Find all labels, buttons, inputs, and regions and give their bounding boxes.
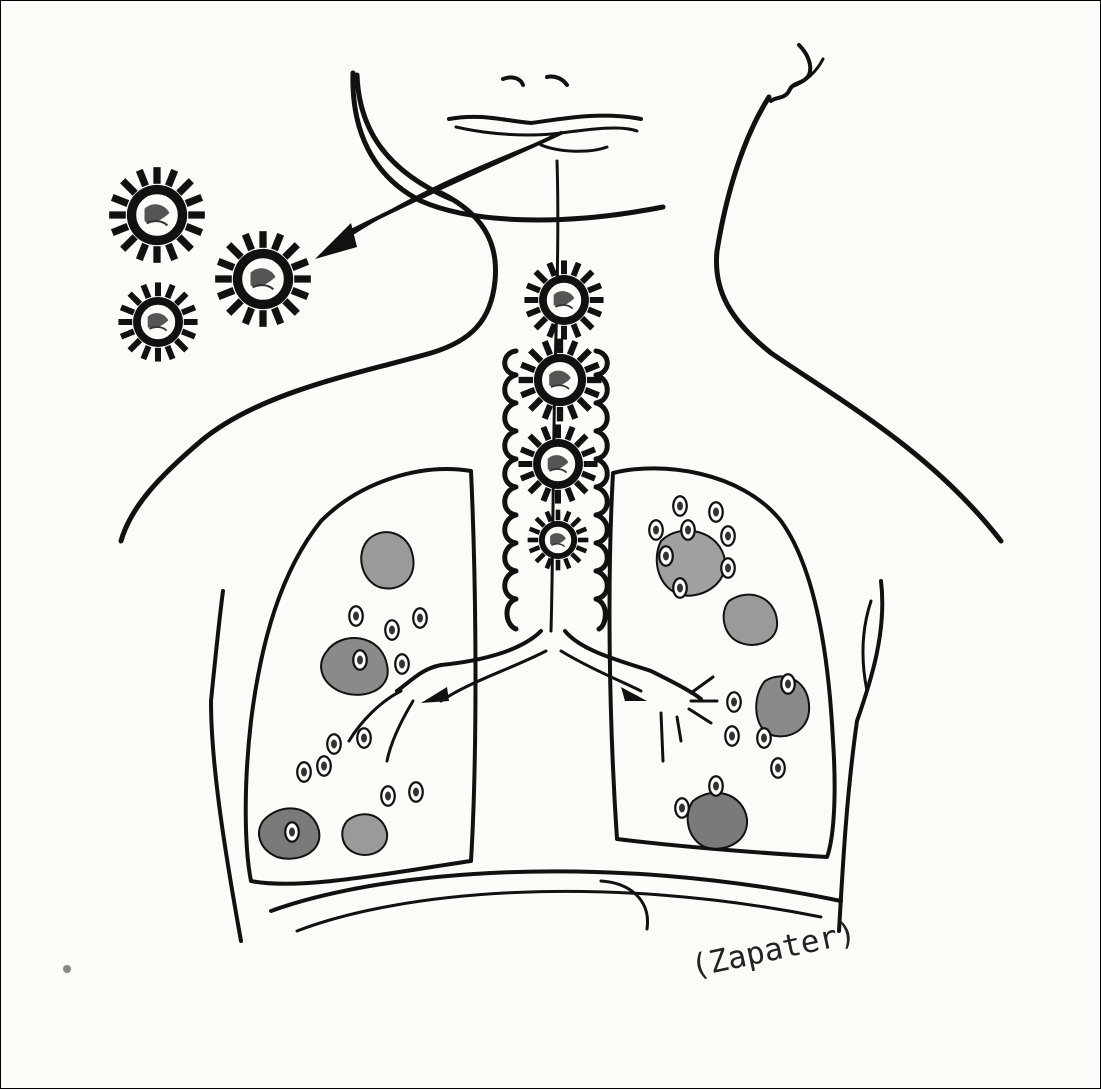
lesion-left-upper	[361, 532, 413, 588]
virus-outside-1	[109, 167, 205, 263]
lesion-left-lower	[259, 808, 387, 858]
virus-trachea-1	[524, 260, 603, 339]
virus-trachea-3	[518, 424, 597, 503]
lips	[449, 116, 641, 152]
diaphragm	[271, 871, 841, 931]
left-arm	[211, 591, 241, 941]
chin-outline	[353, 73, 663, 220]
virus-outside-2	[215, 231, 311, 327]
bronchi	[349, 631, 717, 761]
virus-trachea-2	[519, 339, 602, 422]
neck-right	[716, 97, 1001, 541]
lesion-right-lower	[688, 793, 747, 849]
virus-outside-3	[118, 282, 197, 361]
ink-speck	[63, 965, 71, 973]
nostrils	[503, 76, 567, 85]
inhalation-arrow	[315, 133, 561, 259]
ear	[771, 45, 823, 101]
virus-trachea-4	[528, 510, 589, 571]
right-arm	[839, 581, 882, 931]
lesion-right-middle	[724, 595, 809, 737]
neck-left	[121, 193, 496, 541]
